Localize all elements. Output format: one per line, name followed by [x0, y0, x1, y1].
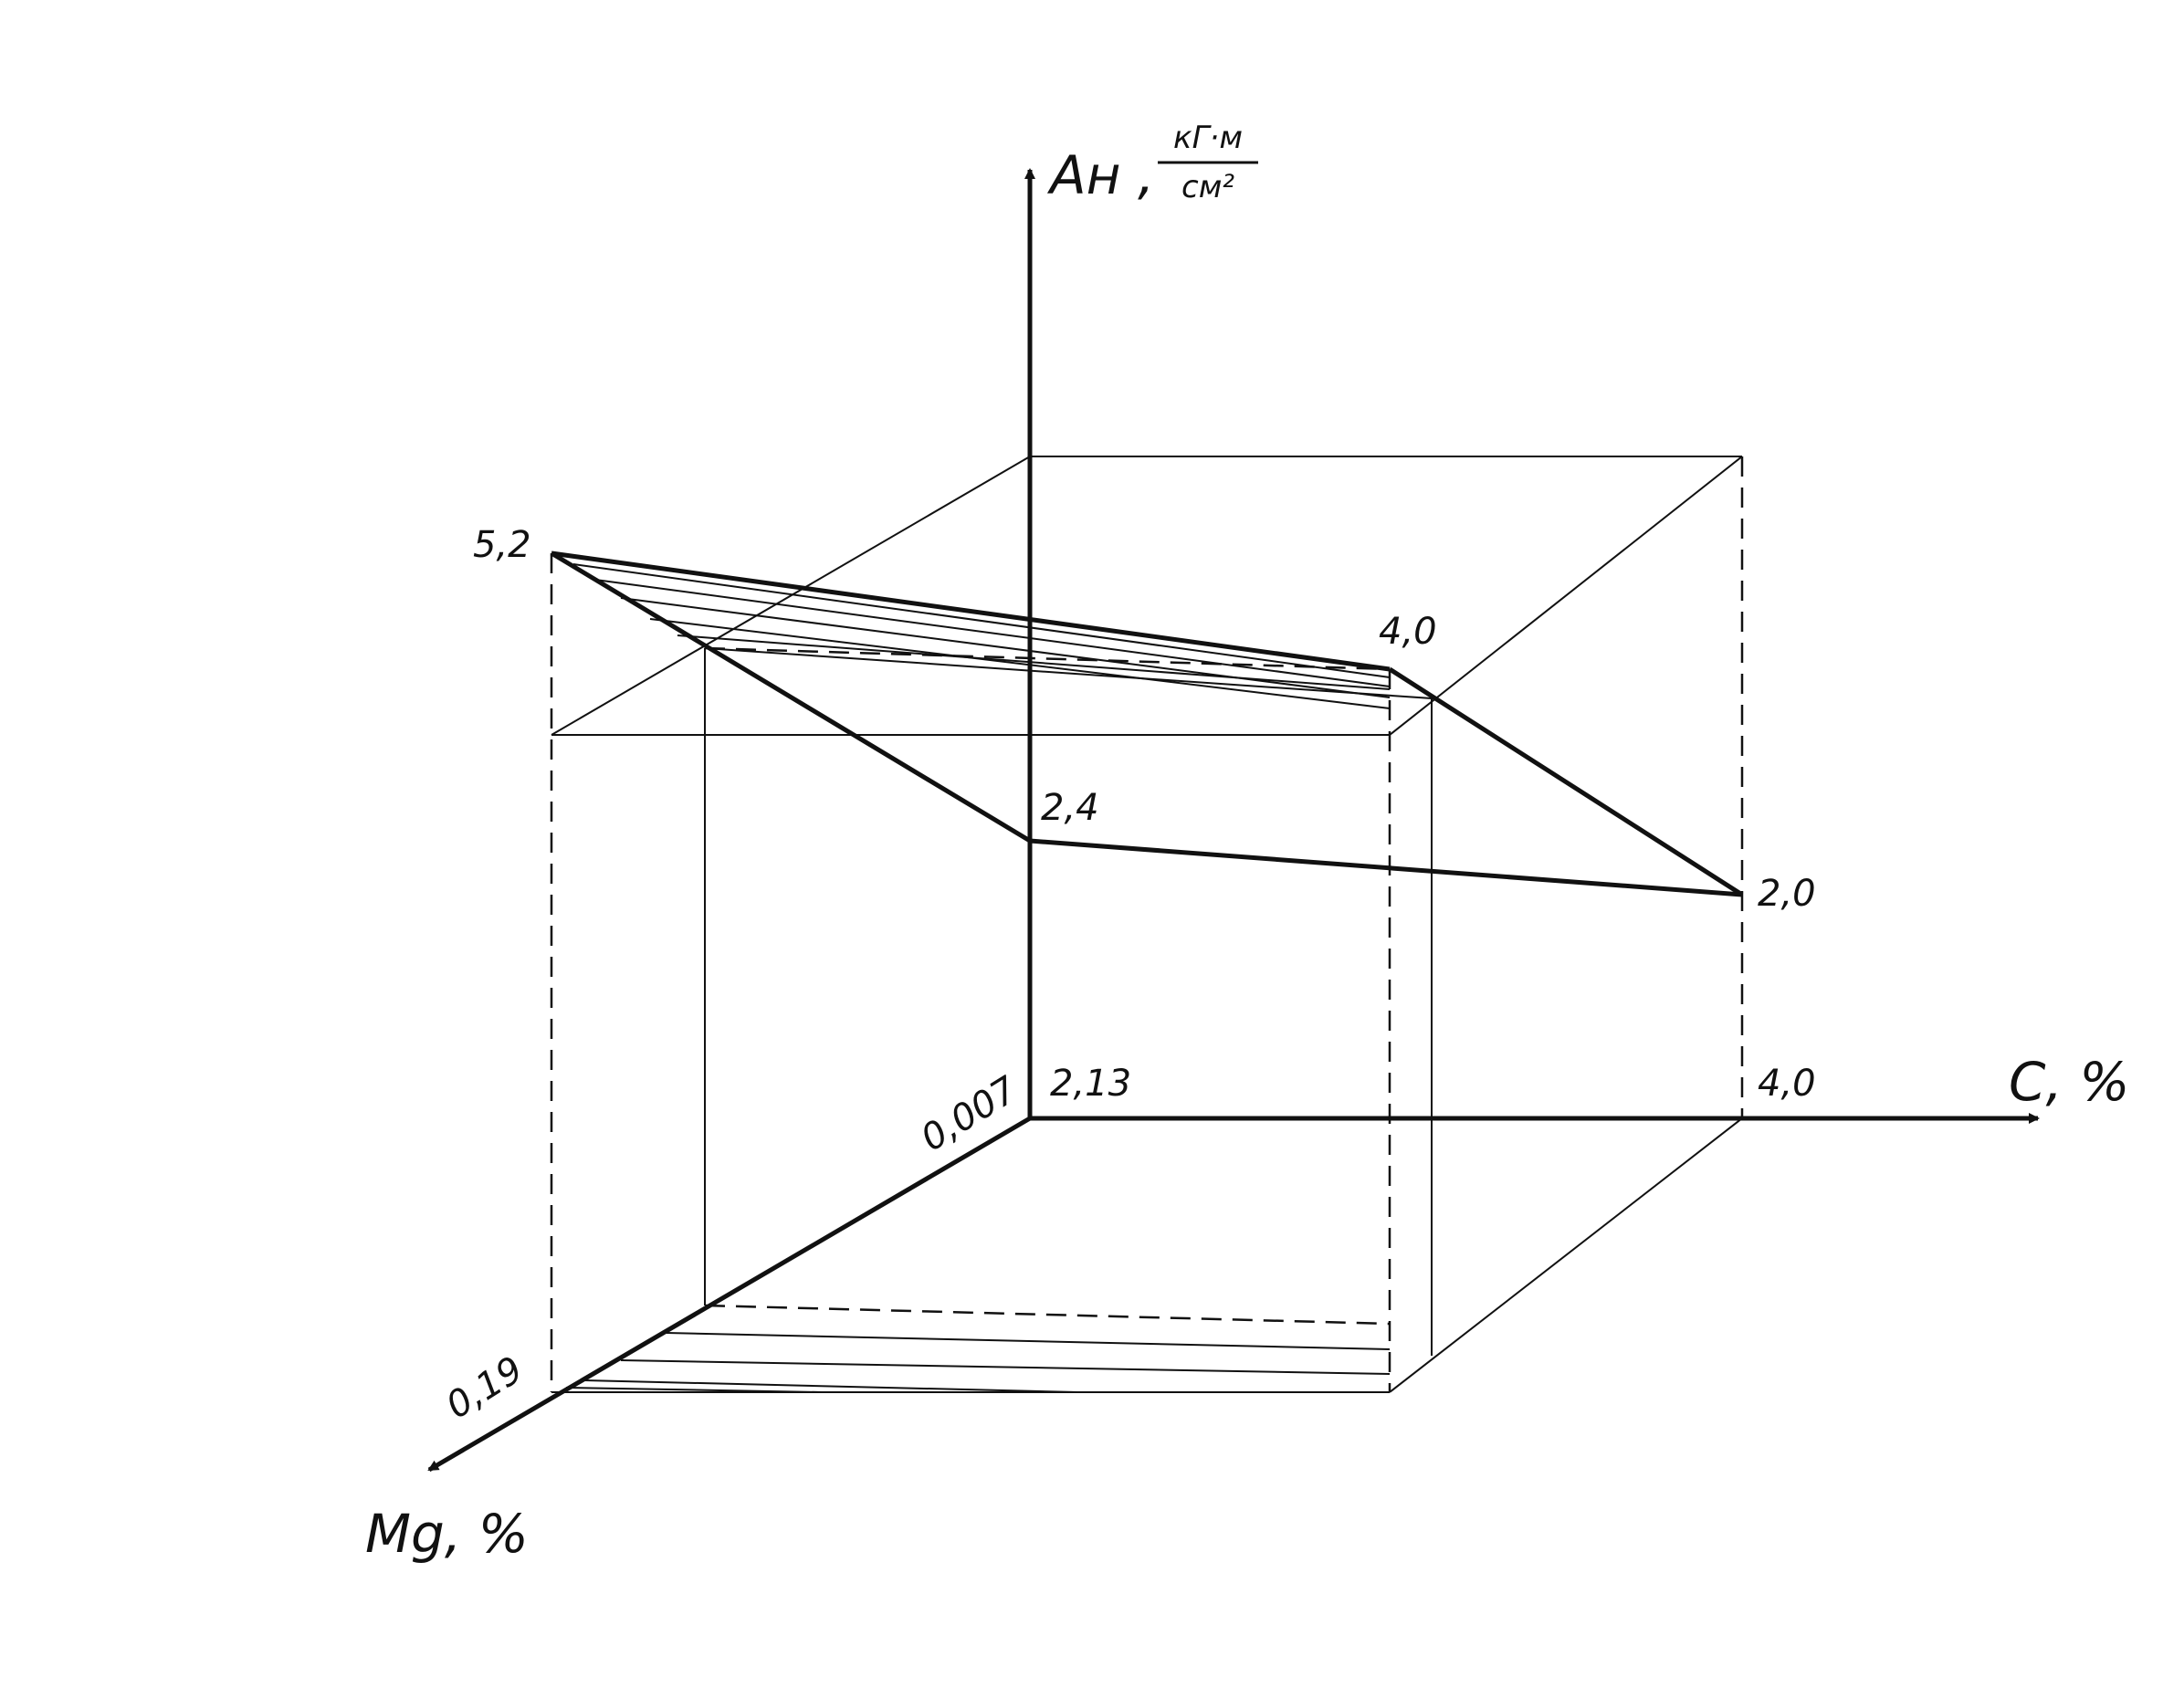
projection-inner-bottom: [704, 1304, 1391, 1326]
depth-axis-name: Mg, %: [365, 1503, 529, 1565]
vertical-axis-name: Aн ,: [1046, 144, 1154, 206]
box-inner-top-edge: [704, 647, 1433, 699]
box-right-bottom-edge: [1389, 1117, 1743, 1393]
hatch-line: [649, 618, 1391, 709]
projection-lines: [550, 456, 1744, 1392]
hatch-line: [620, 597, 1391, 698]
surface-edge-left: [550, 550, 1032, 844]
axes-group: [427, 168, 2040, 1473]
tick-label-c-max: 4,0: [1758, 1063, 1816, 1105]
base-hatching: [565, 1332, 1391, 1393]
hatch-line: [594, 579, 1391, 687]
surface-edge-right: [1388, 666, 1744, 897]
box-left-top-edge: [551, 456, 1031, 736]
vertical-axis-unit-numerator: кГ·м: [1173, 120, 1243, 156]
hatch-line: [572, 563, 1391, 678]
surface-edges: [550, 550, 1744, 897]
value-label-c-max-mg-min: 2,0: [1758, 873, 1816, 915]
tick-label-c-min: 2,13: [1050, 1063, 1131, 1105]
box-right-top-edge: [1389, 456, 1743, 736]
hatch-line: [677, 634, 1391, 690]
surface-edge-top: [551, 550, 1391, 672]
tick-label-mg-max: 0,19: [439, 1348, 530, 1427]
value-label-c-min-mg-min: 2,4: [1041, 787, 1099, 829]
base-hatch-line: [666, 1332, 1391, 1350]
base-hatch-line: [620, 1359, 1391, 1375]
value-label-c-max-mg-max: 4,0: [1379, 611, 1437, 653]
base-hatch-line: [583, 1379, 1078, 1393]
surface-hatching: [572, 563, 1391, 709]
projection-inner-top: [704, 646, 1391, 671]
tick-label-mg-min: 0,007: [914, 1068, 1025, 1159]
base-hatch-line: [565, 1387, 823, 1393]
value-label-c-min-mg-max: 5,2: [473, 524, 531, 566]
depth-axis: [427, 1116, 1032, 1473]
vertical-axis-unit-denominator: см²: [1181, 169, 1234, 205]
horizontal-axis-name: C, %: [2009, 1051, 2129, 1113]
surface-edge-bottom: [1029, 838, 1743, 897]
reference-box: [551, 456, 1743, 1393]
